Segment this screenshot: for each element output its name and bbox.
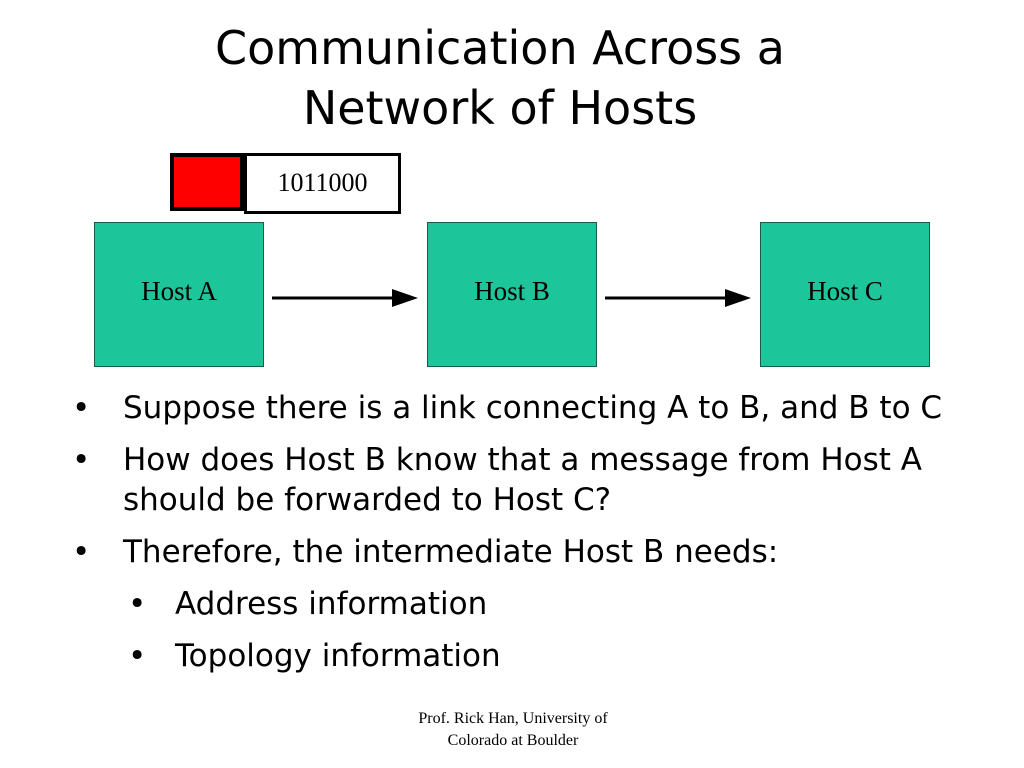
host-b-node: Host B — [427, 222, 597, 367]
host-a-label: Host A — [141, 276, 217, 306]
bullet-dot-icon: • — [72, 390, 91, 426]
title-line-1: Communication Across a — [215, 21, 785, 75]
title-line-2: Network of Hosts — [302, 81, 698, 135]
host-c-label: Host C — [807, 276, 883, 306]
slide-footer: Prof. Rick Han, University of Colorado a… — [378, 708, 648, 752]
bullet-dot-icon: • — [72, 534, 91, 570]
sub-bullet-item: • Topology information — [0, 636, 975, 676]
arrow-a-to-b-icon — [272, 289, 418, 307]
bullet-dot-icon: • — [72, 442, 91, 478]
bullet-text: How does Host B know that a message from… — [123, 442, 923, 518]
bullet-dot-icon: • — [128, 586, 147, 622]
host-c-node: Host C — [760, 222, 930, 367]
bullet-text: Suppose there is a link connecting A to … — [123, 390, 943, 426]
bullet-dot-icon: • — [128, 638, 147, 674]
bullet-item: • Suppose there is a link connecting A t… — [0, 388, 993, 428]
host-a-node: Host A — [94, 222, 264, 367]
sub-bullet-text: Address information — [175, 586, 488, 622]
packet-payload: 1011000 — [244, 153, 401, 214]
bullet-item: • How does Host B know that a message fr… — [0, 440, 993, 520]
host-b-label: Host B — [474, 276, 550, 306]
sub-bullet-item: • Address information — [0, 584, 975, 624]
footer-line-2: Colorado at Boulder — [447, 732, 579, 749]
packet-header-block — [170, 153, 244, 211]
slide-title: Communication Across a Network of Hosts — [0, 18, 1000, 138]
sub-bullet-text: Topology information — [175, 638, 501, 674]
bullet-item: • Therefore, the intermediate Host B nee… — [0, 532, 993, 572]
bullet-text: Therefore, the intermediate Host B needs… — [123, 534, 779, 570]
bullet-list: • Suppose there is a link connecting A t… — [0, 388, 1024, 688]
arrow-b-to-c-icon — [605, 289, 751, 307]
footer-line-1: Prof. Rick Han, University of — [418, 710, 608, 727]
